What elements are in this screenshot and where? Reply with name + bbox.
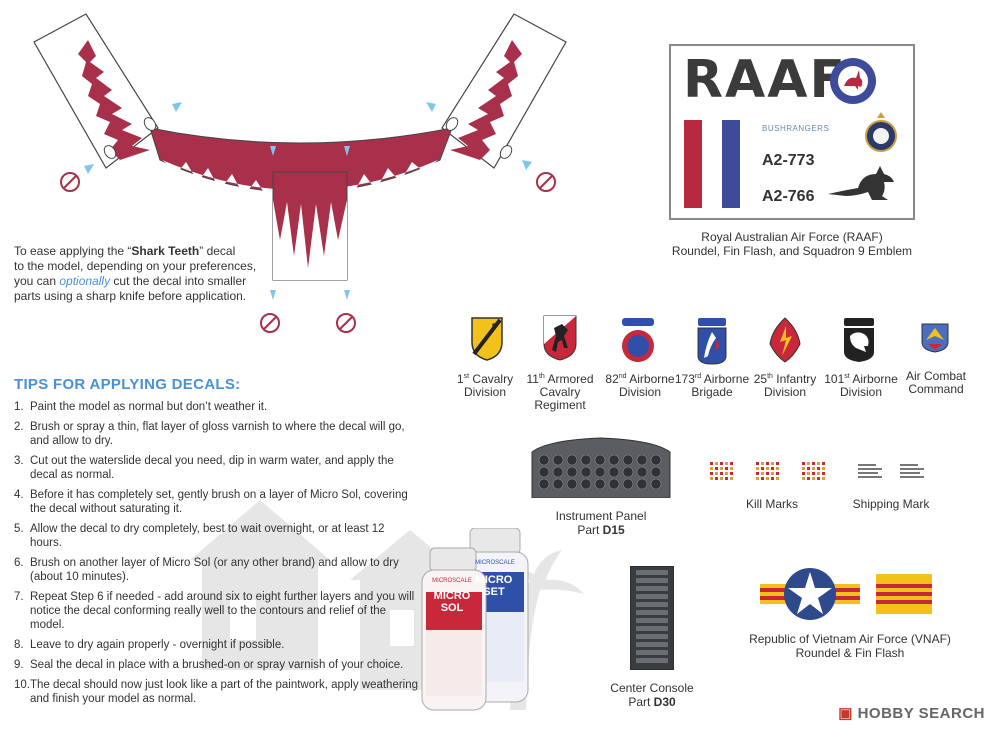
instrument-panel-decal [531,437,671,498]
shipping-mark-decal [858,464,924,478]
tip-number: 4. [14,489,24,501]
25th-infantry-emblem-icon [769,317,801,363]
tip-item: 10.The decal should now just look like a… [14,678,419,706]
tip-number: 6. [14,557,24,569]
tip-text: Brush on another layer of Micro Sol (or … [30,557,399,583]
tips-list: 1. Paint the model as normal but don’t we… [14,400,419,712]
intro-text: To ease applying the “Shark Teeth” decal… [14,244,257,303]
tip-item: 7. Repeat Step 6 if needed - add around s… [14,590,419,632]
kill-marks-caption: Kill Marks [745,497,798,511]
instrument-panel-caption: Instrument Panel Part D15 [555,509,647,537]
tip-number: 8. [14,639,24,651]
raaf-fin-flash [684,120,740,208]
11th-armored-cavalry-emblem-icon [543,315,577,361]
tips-title: TIPS FOR APPLYING DECALS: [14,376,241,393]
tip-item: 8. Leave to dry again properly - overnigh… [14,638,419,652]
cut-marker-icons [60,172,556,333]
82nd-airborne-emblem-icon [622,318,654,362]
shark-teeth-diagram [33,13,567,333]
arrow-icons [84,102,532,300]
tip-item: 3. Cut out the waterslide decal you need,… [14,454,419,482]
hobby-search-watermark: ▣ HOBBY SEARCH [838,705,985,722]
tip-number: 1. [14,401,24,413]
center-console-caption: Center Console Part D30 [610,681,694,709]
tip-item: 5. Allow the decal to dry completely, bes… [14,522,419,550]
tip-text: Cut out the waterslide decal you need, d… [30,455,394,481]
tip-text: The decal should now just look like a pa… [30,679,419,705]
tip-item: 9. Seal the decal in place with a brushed… [14,658,419,672]
micro-sol-brand: MICROSCALE [432,578,472,584]
micro-set-brand: MICROSCALE [475,560,515,566]
air-combat-command-emblem-icon [921,323,949,353]
decal-solution-bottles [421,528,529,711]
right-wing-teeth [450,40,522,160]
hobby-search-logo-icon: ▣ [838,705,853,722]
tip-number: 3. [14,455,24,467]
squadron-9-emblem-icon [865,112,897,152]
raaf-roundel-icon [830,58,876,104]
registration-a2-766: A2-766 [762,188,815,205]
shipping-mark-caption: Shipping Mark [852,497,930,511]
tip-text: Brush or spray a thin, flat layer of glo… [30,421,405,447]
tip-text: Leave to dry again properly - overnight … [30,639,285,651]
tip-number: 2. [14,421,24,433]
tip-number: 5. [14,523,24,535]
kill-marks-decal [710,462,825,480]
tip-item: 6. Brush on another layer of Micro Sol (o… [14,556,419,584]
raaf-caption: Royal Australian Air Force (RAAF)Roundel… [671,230,913,258]
vnaf-roundel-icon [760,568,860,620]
central-arc [149,127,453,193]
tip-text: Before it has completely set, gently bru… [30,489,408,515]
tip-text: Seal the decal in place with a brushed-o… [30,659,404,671]
center-console-decal [630,566,674,670]
vnaf-fin-flash [876,574,932,614]
tip-number: 9. [14,659,24,671]
tip-item: 4. Before it has completely set, gently b… [14,488,419,516]
tip-text: Repeat Step 6 if needed - add around six… [30,591,415,631]
tip-item: 1. Paint the model as normal but don’t we… [14,400,419,414]
101st-airborne-emblem-icon [844,318,874,362]
kangaroo-icon [828,166,894,200]
registration-a2-773: A2-773 [762,152,815,169]
tip-text: Paint the model as normal but don’t weat… [30,401,268,413]
squadron-bushrangers-text: BUSHRANGERS [762,124,830,133]
1st-cavalry-emblem-icon [471,317,503,361]
vnaf-caption: Republic of Vietnam Air Force (VNAF)Roun… [749,632,951,660]
tip-item: 2. Brush or spray a thin, flat layer of g… [14,420,419,448]
raaf-title: RAAF [683,50,848,110]
tip-number: 10. [14,679,30,691]
tip-number: 7. [14,591,24,603]
173rd-airborne-emblem-icon [697,318,727,365]
left-wing-teeth [78,40,150,160]
tip-text: Allow the decal to dry completely, best … [30,523,385,549]
